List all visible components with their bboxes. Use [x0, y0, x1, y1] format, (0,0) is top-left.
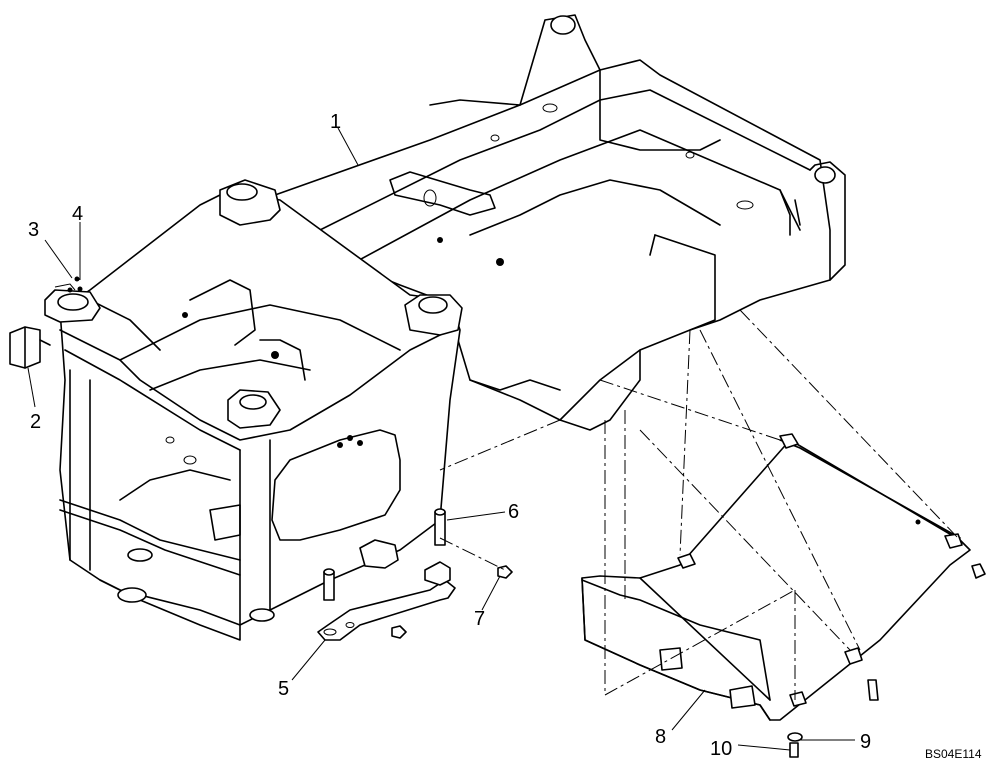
callout-3: 3 — [28, 219, 39, 241]
reflector-block — [9, 326, 51, 369]
main-frame — [44, 14, 846, 641]
assembly-centerlines — [439, 309, 961, 700]
bolt-washer — [787, 563, 986, 758]
callout-9: 9 — [860, 731, 871, 753]
link-assembly — [317, 508, 513, 641]
drawing-code: BS04E114 — [925, 747, 982, 761]
callout-10: 10 — [710, 738, 732, 760]
callout-1: 1 — [330, 111, 341, 133]
leader-lines — [27, 127, 855, 751]
small-hardware — [54, 276, 83, 293]
callouts: 1 2 3 4 5 6 7 8 9 10 — [28, 111, 871, 760]
callout-4: 4 — [72, 203, 83, 225]
callout-2: 2 — [30, 411, 41, 433]
callout-8: 8 — [655, 726, 666, 748]
callout-6: 6 — [508, 501, 519, 523]
guard-plate — [581, 433, 971, 721]
callout-5: 5 — [278, 678, 289, 700]
callout-7: 7 — [474, 608, 485, 630]
